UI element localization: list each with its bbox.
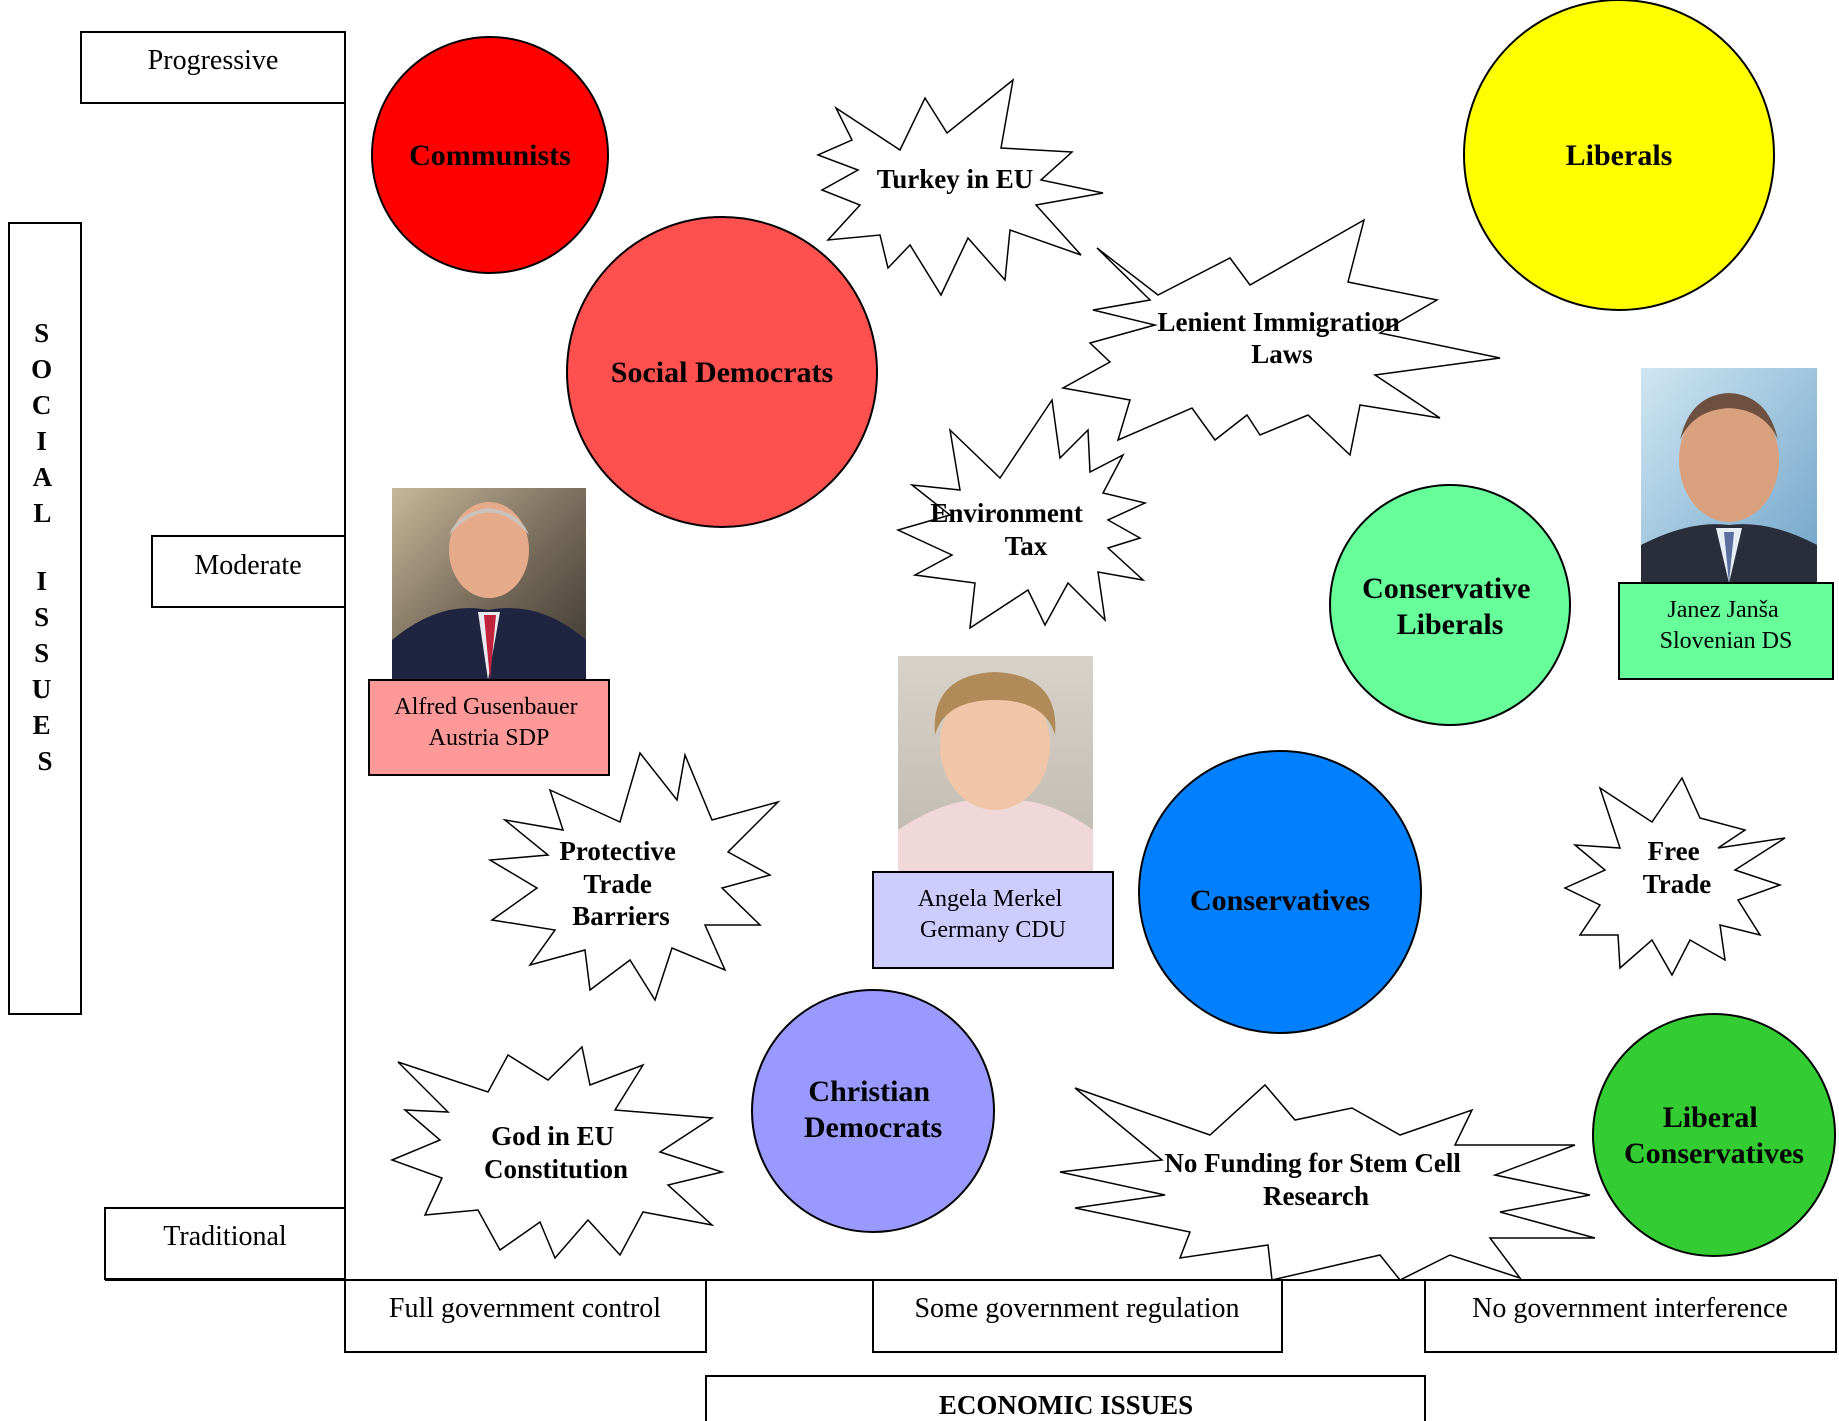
party-liberal-conservatives: Liberal Conservatives [1592, 1013, 1836, 1257]
social-issues-title: S O C I A L I S S U E S [31, 318, 59, 776]
merkel-caption-box [872, 871, 1114, 969]
social-letter: L [33, 498, 50, 528]
svg-text:Turkey in EU: Turkey in EU [877, 164, 1034, 194]
social-issues-box [8, 222, 82, 1015]
svg-text:ECONOMIC ISSUES: ECONOMIC ISSUES [939, 1390, 1193, 1420]
politician-gusenbauer: Alfred Gusenbauer Austria SDP [368, 488, 610, 776]
issue-protective-trade-barriers: Protective Trade Barriers [487, 751, 781, 1002]
progressive-label: Progressive [80, 31, 346, 104]
social-letter: O [31, 354, 52, 384]
gusenbauer-photo [392, 488, 586, 680]
svg-text:Liberals: Liberals [1566, 139, 1673, 172]
svg-text:Social Democrats: Social Democrats [611, 356, 833, 389]
party-social-democrats: Social Democrats [566, 216, 878, 528]
svg-text:Some government regulation: Some government regulation [914, 1293, 1239, 1324]
svg-text:Liberal Conservatives: Liberal Conservatives [1624, 1101, 1804, 1170]
politician-merkel: Angela Merkel Germany CDU [872, 656, 1114, 969]
issue-turkey-in-eu: Turkey in EU [816, 78, 1104, 297]
issue-free-trade: Free Trade [1563, 776, 1786, 977]
svg-text:Lenient Immigration Laws: Lenient Immigration Laws [1158, 307, 1407, 369]
svg-text:Progressive: Progressive [148, 45, 279, 76]
social-letter: S [34, 602, 49, 632]
social-letter: S [34, 318, 49, 348]
svg-text:Full government control: Full government control [389, 1293, 661, 1324]
issue-god-in-eu-constitution: God in EU Constitution [389, 1045, 725, 1260]
gusenbauer-caption-box [368, 679, 610, 776]
jansa-photo [1641, 368, 1817, 583]
economic-issues-axis: ECONOMIC ISSUES [705, 1375, 1426, 1421]
svg-text:Moderate: Moderate [194, 550, 301, 581]
social-letter: S [34, 638, 49, 668]
social-letter: C [32, 390, 52, 420]
svg-text:Janez Janša Slovenian DS: Janez Janša Slovenian DS [1660, 597, 1793, 654]
issue-no-funding-stem-cell: No Funding for Stem Cell Research [1059, 1083, 1596, 1281]
party-conservatives: Conservatives [1138, 750, 1422, 1034]
party-christian-democrats: Christian Democrats [751, 989, 995, 1233]
svg-text:Traditional: Traditional [163, 1221, 287, 1252]
svg-text:Environment Tax: Environment Tax [930, 498, 1089, 561]
svg-text:Angela Merkel Germany CD: Angela Merkel Germany CDU [918, 886, 1069, 943]
no-government-interference-label: No government interference [1424, 1279, 1837, 1353]
politician-jansa: Janez Janša Slovenian DS [1618, 368, 1834, 680]
some-government-regulation-label: Some government regulation [872, 1279, 1283, 1353]
issue-environment-tax: Environment Tax [895, 397, 1148, 630]
party-communists: Communists [371, 36, 609, 274]
merkel-photo [898, 656, 1093, 872]
social-letter: I [36, 566, 47, 596]
social-letter: I [36, 426, 47, 456]
svg-text:No government interference: No government interference [1472, 1293, 1788, 1324]
issue-lenient-immigration-laws: Lenient Immigration Laws [1060, 218, 1501, 457]
social-letter: U [32, 674, 52, 704]
svg-text:Christian Democrats: Christian Democrats [804, 1075, 942, 1144]
social-letter: A [33, 462, 53, 492]
svg-text:Communists: Communists [409, 139, 571, 172]
social-letter: E [33, 710, 51, 740]
traditional-label: Traditional [104, 1207, 346, 1280]
full-government-control-label: Full government control [344, 1279, 707, 1353]
svg-text:Conservative Liberals: Conservative Liberals [1362, 572, 1538, 641]
svg-text:God in EU Constitution: God in EU Constitution [484, 1121, 628, 1184]
party-liberals: Liberals [1463, 0, 1775, 311]
jansa-caption-box [1618, 582, 1834, 680]
svg-text:No Funding for Stem Cell: No Funding for Stem Cell Research [1164, 1148, 1467, 1211]
social-letter: S [37, 746, 52, 776]
svg-text:Protective Trade B: Protective Trade Barriers [559, 836, 682, 931]
svg-text:Conservatives: Conservatives [1190, 884, 1370, 917]
social-issues-axis: S O C I A L I S S U E S [8, 222, 82, 1015]
party-conservative-liberals: Conservative Liberals [1329, 484, 1571, 726]
moderate-label: Moderate [151, 535, 346, 608]
svg-text:Alfred Gusenbauer Austri: Alfred Gusenbauer Austria SDP [394, 694, 583, 751]
svg-text:Free Trade: Free Trade [1643, 836, 1712, 899]
